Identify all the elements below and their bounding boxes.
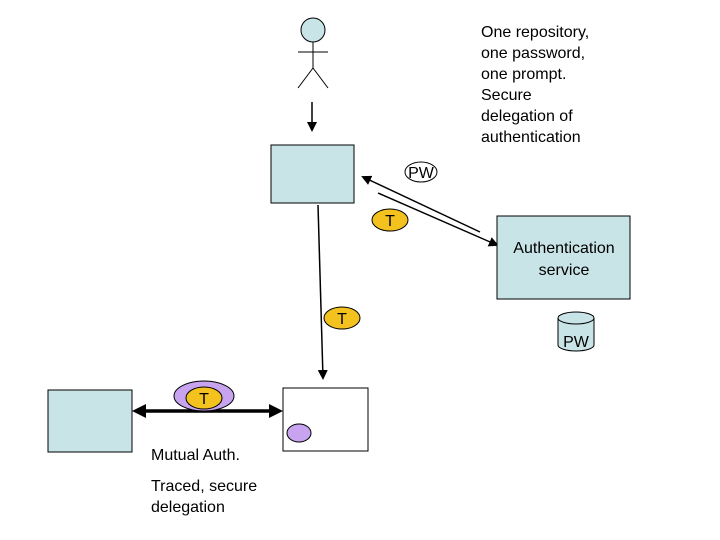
t-token-upper [371, 208, 409, 232]
auth-service-label-line1: Authentication [513, 240, 614, 257]
delegation-note: Traced, secure delegation [151, 476, 257, 518]
pw-token-label: PW [408, 165, 435, 182]
user-leg-right [312, 67, 329, 89]
delegation-note-line: Traced, secure [151, 478, 258, 495]
repository-note-line: one password, [481, 45, 586, 62]
t-token-middle-label: T [337, 311, 347, 328]
client-to-service-arrow [317, 204, 328, 380]
purple-token-small [286, 423, 312, 443]
pw-store-label: PW [563, 334, 590, 351]
pw-token [404, 161, 438, 183]
t-token-upper-label: T [385, 213, 395, 230]
client-to-auth-arrow-lower [377, 192, 499, 247]
auth-service-box [496, 215, 631, 300]
remote-box [47, 389, 133, 453]
auth-to-client-arrow-upper [361, 175, 481, 233]
user-leg-left [297, 67, 314, 89]
t-token-purple-label: T [199, 391, 209, 408]
user-figure [297, 17, 329, 89]
pw-store-cylinder: PW [557, 311, 595, 352]
t-token-purple-inner [185, 386, 223, 410]
auth-service-label-line2: service [539, 262, 590, 279]
user-head [300, 17, 326, 43]
repository-note-line: one prompt. [481, 66, 567, 83]
repository-note-line: authentication [481, 129, 581, 146]
repository-note-line: Secure [481, 87, 532, 104]
client-box [270, 144, 355, 204]
repository-note-line: One repository, [481, 24, 590, 41]
delegation-note-line: delegation [151, 499, 225, 516]
t-token-middle [323, 306, 361, 330]
repository-note-line: delegation of [481, 108, 573, 125]
repository-note: One repository, one password, one prompt… [481, 22, 589, 148]
mutual-auth-label: Mutual Auth. [151, 447, 240, 464]
